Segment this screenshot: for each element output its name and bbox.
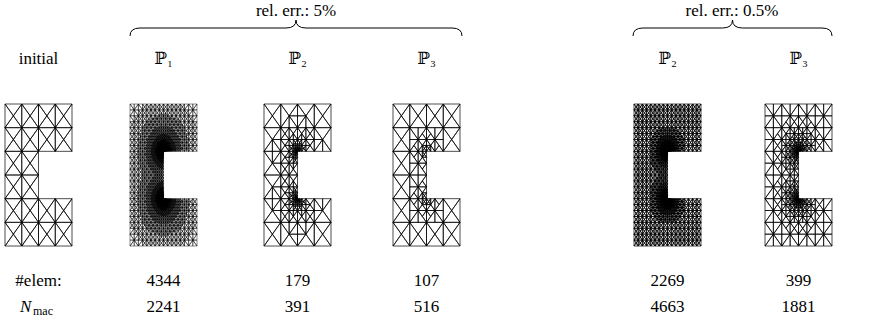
- table-cell: 4663: [651, 298, 685, 315]
- column-heading: ℙ₃: [417, 50, 436, 67]
- table-cell: 516: [414, 298, 440, 315]
- column-heading: ℙ₁: [154, 50, 173, 67]
- mesh: [130, 104, 197, 246]
- column-heading: ℙ₃: [789, 50, 808, 67]
- table-cell: 391: [285, 298, 311, 315]
- column-heading: ℙ₂: [658, 50, 677, 67]
- brace: [633, 20, 832, 36]
- table-cell: 2241: [147, 298, 181, 315]
- row-heading: #elem:: [15, 272, 61, 289]
- mesh: [634, 104, 701, 246]
- row-heading-subscript: mac: [33, 305, 53, 317]
- table-cell: 1881: [782, 298, 816, 315]
- table-cell: 179: [285, 272, 311, 289]
- brace: [130, 20, 462, 36]
- row-heading: N: [20, 298, 31, 315]
- error-heading: rel. err.: 5%: [256, 2, 336, 19]
- column-heading: initial: [19, 50, 59, 67]
- mesh: [765, 104, 832, 246]
- mesh: [5, 104, 72, 246]
- column-heading: ℙ₂: [288, 50, 307, 67]
- error-heading: rel. err.: 0.5%: [686, 2, 779, 19]
- table-cell: 4344: [147, 272, 181, 289]
- table-cell: 107: [414, 272, 440, 289]
- table-cell: 2269: [651, 272, 685, 289]
- table-cell: 399: [786, 272, 812, 289]
- mesh: [393, 104, 460, 246]
- mesh: [264, 104, 331, 246]
